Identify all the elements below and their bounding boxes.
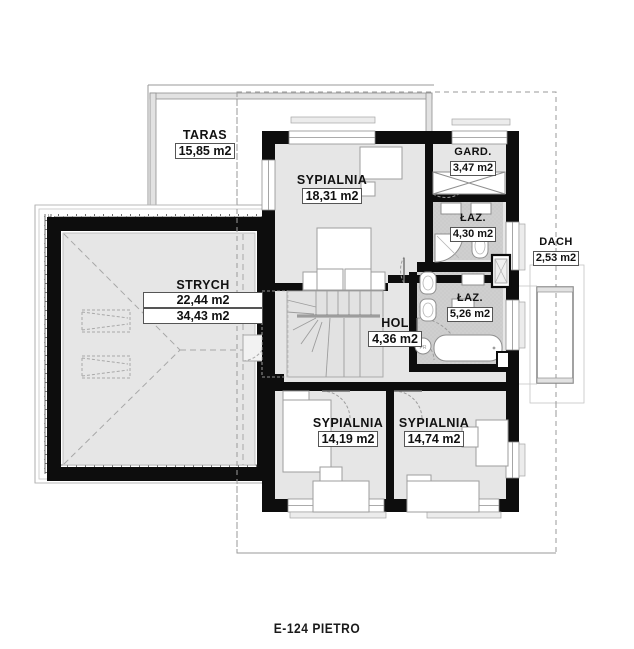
- room-label-hol: HOL 4,36 m2: [345, 316, 445, 348]
- attic-boundary-lines: [35, 204, 237, 484]
- room-area-taras: 15,85 m2: [174, 143, 236, 159]
- staircase-icon: [261, 290, 384, 378]
- room-name-gard: GARD.: [454, 146, 492, 158]
- room-name-sypialnia1: SYPIALNIA: [296, 173, 368, 187]
- upper-terrace-outline: [147, 84, 434, 208]
- bedroom2-furniture: [282, 390, 370, 513]
- gard-wardrobe-icon: [432, 171, 506, 195]
- room-area-dach: 2,53 m2: [532, 251, 580, 266]
- room-label-laz1: ŁAZ. 4,30 m2: [433, 212, 513, 242]
- room-area-laz2: 5,26 m2: [446, 307, 494, 322]
- room-label-dach: DACH 2,53 m2: [516, 236, 596, 266]
- wardrobe-icon: [359, 146, 403, 180]
- room-area-hol: 4,36 m2: [368, 331, 422, 347]
- room-area-gard: 3,47 m2: [449, 161, 497, 176]
- dach-balcony: [519, 248, 585, 412]
- room-area-laz1: 4,30 m2: [449, 227, 497, 242]
- wardrobe-icon: [312, 480, 370, 513]
- room-name-sypialnia2: SYPIALNIA: [312, 416, 384, 430]
- eave-dashed-lines: [236, 92, 556, 554]
- room-name-laz1: ŁAZ.: [459, 212, 487, 224]
- bedroom3-furniture: [406, 351, 510, 513]
- room-name-taras: TARAS: [182, 128, 228, 142]
- room-area-strych-primary: 22,44 m2: [143, 292, 263, 308]
- strych-area-stack: 22,44 m2 34,43 m2: [143, 292, 263, 324]
- room-area-sypialnia1: 18,31 m2: [301, 188, 363, 204]
- room-label-sypialnia3: SYPIALNIA 14,74 m2: [374, 416, 494, 448]
- room-area-strych-secondary: 34,43 m2: [143, 308, 263, 324]
- bed-icon: [406, 480, 480, 513]
- room-name-laz2: ŁAZ.: [456, 292, 484, 304]
- room-area-sypialnia3: 14,74 m2: [403, 431, 465, 447]
- plan-caption: E-124 PIETRO: [273, 620, 361, 636]
- sink-icon: [470, 202, 492, 215]
- room-name-sypialnia3: SYPIALNIA: [398, 416, 470, 430]
- room-name-strych: STRYCH: [176, 278, 230, 292]
- sink-icon: [440, 202, 462, 215]
- room-name-hol: HOL: [381, 316, 409, 330]
- room-label-sypialnia1: SYPIALNIA 18,31 m2: [272, 173, 392, 205]
- utility-niche: [490, 253, 512, 289]
- room-label-gard: GARD. 3,47 m2: [433, 146, 513, 176]
- room-label-taras: TARAS 15,85 m2: [145, 128, 265, 160]
- room-label-laz2: ŁAZ. 5,26 m2: [430, 292, 510, 322]
- room-area-sypialnia2: 14,19 m2: [317, 431, 379, 447]
- room-label-sypialnia2: SYPIALNIA 14,19 m2: [288, 416, 408, 448]
- room-label-strych: STRYCH 22,44 m2 34,43 m2: [143, 278, 263, 324]
- bedroom1-furniture: [302, 146, 403, 291]
- bathtub-icon: [433, 334, 503, 362]
- svg-text:PR: PR: [420, 345, 427, 351]
- room-name-dach: DACH: [539, 236, 573, 248]
- sink-icon: [461, 273, 485, 286]
